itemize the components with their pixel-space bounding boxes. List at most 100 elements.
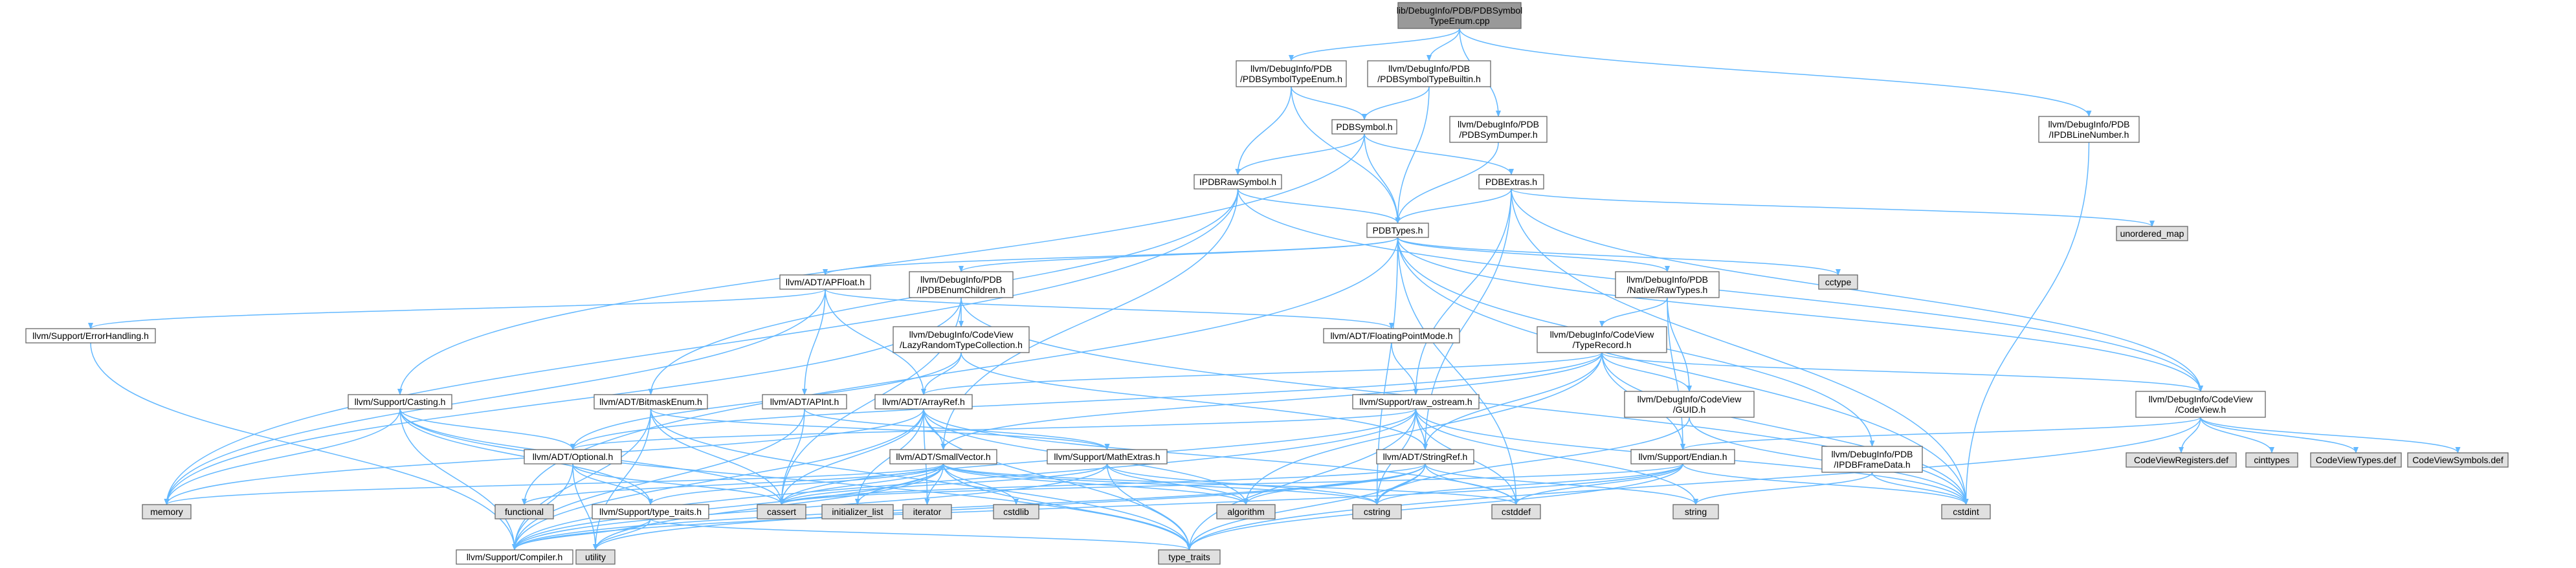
edge-pdbextras-to-unordered_map (1511, 188, 2155, 227)
edge-symdumper-to-pdbtypes (1395, 142, 1499, 224)
node-rawsymbol[interactable]: IPDBRawSymbol.h (1194, 174, 1282, 190)
edge-smallvector-to-cstdlib (942, 463, 1019, 505)
node-type_traits: type_traits (1158, 549, 1221, 565)
node-pdbextras[interactable]: PDBExtras.h (1478, 174, 1544, 190)
node-box-typetraitsh (592, 504, 709, 519)
node-label-string-0: string (1685, 507, 1707, 517)
edge-optional-to-utility (572, 463, 598, 551)
node-arrayref[interactable]: llvm/ADT/ArrayRef.h (874, 394, 973, 410)
node-label-enumchildren-1: /IPDBEnumChildren.h (917, 285, 1006, 295)
node-box-cstddef (1491, 504, 1541, 519)
edge-root-to-linenumber (1459, 28, 2092, 117)
node-label-cstring-0: cstring (1364, 507, 1390, 517)
node-label-linenumber-1: /IPDBLineNumber.h (2049, 129, 2129, 140)
node-cinttypes: cinttypes (2245, 452, 2298, 468)
node-cvregisters: CodeViewRegisters.def (2126, 452, 2237, 468)
edge-casting-to-compiler (399, 408, 517, 551)
node-apfloat[interactable]: llvm/ADT/APFloat.h (779, 274, 871, 290)
node-bitmaskenum[interactable]: llvm/ADT/BitmaskEnum.h (594, 394, 708, 410)
node-label-typetraitsh-0: llvm/Support/type_traits.h (599, 507, 702, 517)
node-label-cvregisters-0: CodeViewRegisters.def (2134, 455, 2228, 465)
node-box-cinttypes (2245, 452, 2298, 468)
node-label-framedata-1: /IPDBFrameData.h (1834, 459, 1910, 470)
edge-stringref-to-algorithm (1243, 463, 1426, 505)
node-label-guid-1: /GUID.h (1673, 404, 1706, 415)
node-guid[interactable]: llvm/DebugInfo/CodeView/GUID.h (1624, 391, 1755, 418)
node-box-symtypebuiltin (1367, 60, 1491, 87)
edge-optional-to-cassert (572, 463, 784, 505)
node-box-errorhandling (25, 328, 156, 344)
node-box-cvtypes (2310, 452, 2402, 468)
node-typetraitsh[interactable]: llvm/Support/type_traits.h (592, 504, 709, 519)
edge-rawsymbol-to-pdbtypes (1237, 188, 1401, 224)
edge-pdbsymbol-to-pdbtypes (1364, 133, 1401, 224)
node-box-cstdlib (993, 504, 1039, 519)
node-rawostream[interactable]: llvm/Support/raw_ostream.h (1352, 394, 1480, 410)
edge-codeview-to-cvtypes (2200, 417, 2359, 453)
node-optional[interactable]: llvm/ADT/Optional.h (524, 449, 622, 464)
edge-apfloat-to-floatingpoint (825, 289, 1394, 329)
node-box-apfloat (779, 274, 871, 290)
edge-codeview-to-cinttypes (2200, 417, 2274, 453)
node-label-rawtypes-1: /Native/RawTypes.h (1627, 285, 1708, 295)
node-codeview[interactable]: llvm/DebugInfo/CodeView/CodeView.h (2135, 391, 2266, 418)
node-box-rawsymbol (1194, 174, 1282, 190)
node-label-bitmaskenum-0: llvm/ADT/BitmaskEnum.h (599, 397, 702, 407)
node-label-algorithm-0: algorithm (1227, 507, 1265, 517)
edges-layer (88, 28, 2461, 551)
node-unordered_map: unordered_map (2116, 226, 2188, 241)
node-apint[interactable]: llvm/ADT/APInt.h (762, 394, 847, 410)
edge-stringref-to-type_traits (1186, 463, 1426, 551)
node-endian[interactable]: llvm/Support/Endian.h (1630, 449, 1735, 464)
node-lazyrandom[interactable]: llvm/DebugInfo/CodeView/LazyRandomTypeCo… (893, 326, 1030, 353)
node-linenumber[interactable]: llvm/DebugInfo/PDB/IPDBLineNumber.h (2038, 116, 2140, 143)
node-enumchildren[interactable]: llvm/DebugInfo/PDB/IPDBEnumChildren.h (909, 271, 1014, 298)
edge-apfloat-to-apint (802, 289, 826, 395)
edge-lazyrandom-to-arrayref (921, 352, 962, 395)
node-floatingpoint[interactable]: llvm/ADT/FloatingPointMode.h (1323, 328, 1460, 344)
node-rawtypes[interactable]: llvm/DebugInfo/PDB/Native/RawTypes.h (1615, 271, 1720, 298)
node-label-pdbsymbol-0: PDBSymbol.h (1336, 122, 1392, 132)
edge-typerecord-to-stringref (1423, 352, 1603, 450)
edge-linenumber-to-cstdint (1963, 142, 2090, 505)
node-errorhandling[interactable]: llvm/Support/ErrorHandling.h (25, 328, 156, 344)
node-box-cctype (1818, 274, 1858, 290)
node-framedata[interactable]: llvm/DebugInfo/PDB/IPDBFrameData.h (1821, 446, 1923, 473)
edge-rawostream-to-string (1415, 408, 1698, 505)
node-label-codeview-0: llvm/DebugInfo/CodeView (2149, 394, 2254, 404)
node-box-cassert (757, 504, 806, 519)
edge-symtypeenum-to-pdbsymbol (1291, 86, 1367, 120)
node-casting[interactable]: llvm/Support/Casting.h (348, 394, 452, 410)
node-box-floatingpoint (1323, 328, 1460, 344)
edge-apint-to-mathextras (804, 408, 1110, 450)
node-label-typerecord-1: /TypeRecord.h (1572, 340, 1631, 350)
node-symtypebuiltin[interactable]: llvm/DebugInfo/PDB/PDBSymbolTypeBuiltin.… (1367, 60, 1491, 87)
node-pdbtypes[interactable]: PDBTypes.h (1366, 223, 1429, 238)
node-label-errorhandling-0: llvm/Support/ErrorHandling.h (32, 331, 149, 341)
node-stringref[interactable]: llvm/ADT/StringRef.h (1376, 449, 1474, 464)
node-label-iterator-0: iterator (913, 507, 942, 517)
node-box-bitmaskenum (594, 394, 708, 410)
edge-typerecord-to-cstdint (1601, 352, 1969, 505)
node-typerecord[interactable]: llvm/DebugInfo/CodeView/TypeRecord.h (1537, 326, 1667, 353)
node-compiler[interactable]: llvm/Support/Compiler.h (456, 549, 573, 565)
node-symdumper[interactable]: llvm/DebugInfo/PDB/PDBSymDumper.h (1449, 116, 1548, 143)
edge-rawtypes-to-guid (1667, 297, 1692, 392)
node-smallvector[interactable]: llvm/ADT/SmallVector.h (889, 449, 997, 464)
edge-typerecord-to-algorithm (1243, 352, 1603, 505)
node-label-stringref-0: llvm/ADT/StringRef.h (1383, 452, 1468, 462)
node-box-framedata (1821, 446, 1923, 473)
node-box-rawostream (1352, 394, 1480, 410)
edge-errorhandling-to-compiler (90, 342, 517, 551)
node-symtypeenum[interactable]: llvm/DebugInfo/PDB/PDBSymbolTypeEnum.h (1236, 60, 1347, 87)
edge-casting-to-type_traits (399, 408, 1192, 551)
node-box-lazyrandom (893, 326, 1030, 353)
node-box-optional (524, 449, 622, 464)
node-label-pdbtypes-0: PDBTypes.h (1373, 225, 1423, 235)
node-mathextras[interactable]: llvm/Support/MathExtras.h (1047, 449, 1168, 464)
node-pdbsymbol[interactable]: PDBSymbol.h (1331, 119, 1397, 135)
node-label-apfloat-0: llvm/ADT/APFloat.h (786, 277, 865, 287)
node-root[interactable]: lib/DebugInfo/PDB/PDBSymbolTypeEnum.cpp (1397, 2, 1523, 29)
edge-typetraitsh-to-utility (593, 518, 651, 551)
